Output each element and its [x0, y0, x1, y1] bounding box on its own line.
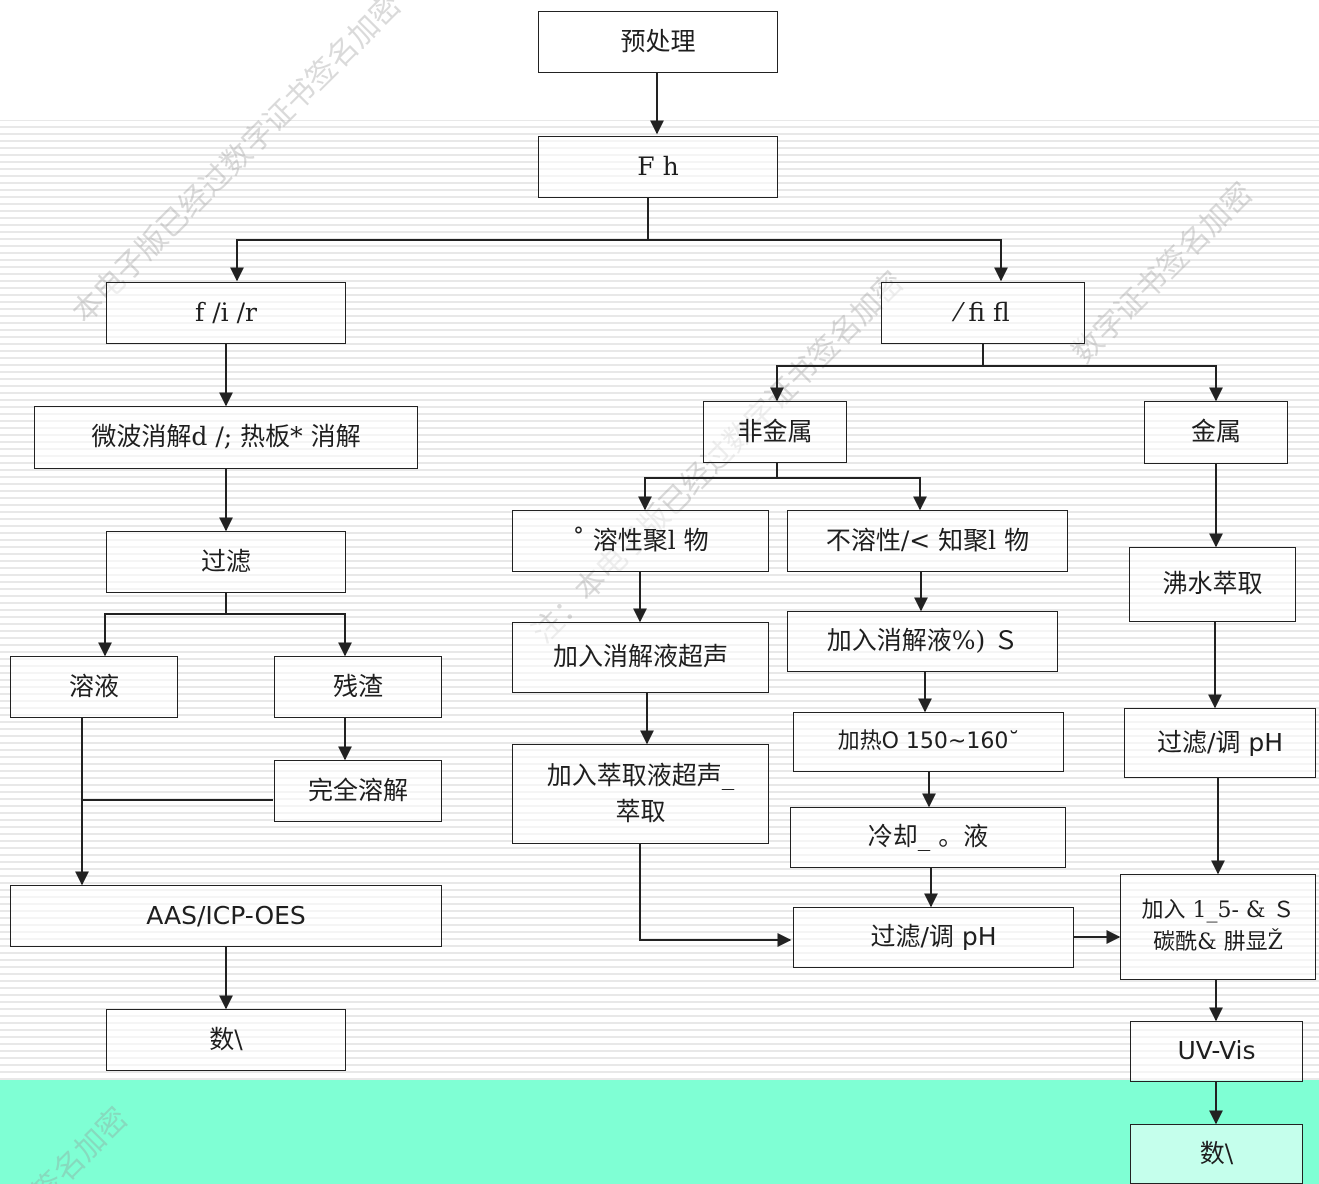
box-filter-ph-right: 过滤/调 pH	[1124, 708, 1316, 778]
box-boil-extract: 沸水萃取	[1129, 547, 1296, 622]
box-metal: 金属	[1144, 401, 1288, 464]
box-cool: 冷却_ 。液	[790, 807, 1066, 868]
box-uv-vis: UV-Vis	[1130, 1021, 1303, 1082]
box-solution: 溶液	[10, 656, 178, 718]
box-aas-icp: AAS/ICP-OES	[10, 885, 442, 947]
box-soluble-polymer: ˚ 溶性聚l 物	[512, 510, 769, 572]
box-data-left: 数\	[106, 1009, 346, 1071]
box-fh: F h	[538, 136, 778, 198]
box-nonmetal: 非金属	[703, 401, 847, 463]
box-digestion: 微波消解d /; 热板* 消解	[34, 406, 418, 469]
box-data-right: 数\	[1130, 1124, 1303, 1184]
box-add-digest-s: 加入消解液%) Ｓ	[787, 611, 1058, 672]
box-left-branch: f /i /r	[106, 282, 346, 344]
box-add-digest-ultrasound: 加入消解液超声	[512, 622, 769, 693]
box-right-branch: ⁄ ﬁ ﬂ	[881, 282, 1085, 344]
cyan-bottom-band	[0, 1080, 1319, 1184]
box-filter-ph-mid: 过滤/调 pH	[793, 907, 1074, 968]
box-filter-left: 过滤	[106, 531, 346, 593]
box-heat: 加热O 150~160˘	[793, 712, 1064, 772]
box-residue: 残渣	[274, 656, 442, 718]
box-full-dissolve: 完全溶解	[274, 760, 442, 822]
box-pretreatment: 预处理	[538, 11, 778, 73]
box-add-reagent: 加入 1_5- & Ｓ 碳酰& 肼显Ž	[1120, 874, 1316, 980]
box-insoluble-polymer: 不溶性/< 知聚l 物	[787, 510, 1068, 572]
box-add-extract-ultrasound: 加入萃取液超声_ 萃取	[512, 744, 769, 844]
